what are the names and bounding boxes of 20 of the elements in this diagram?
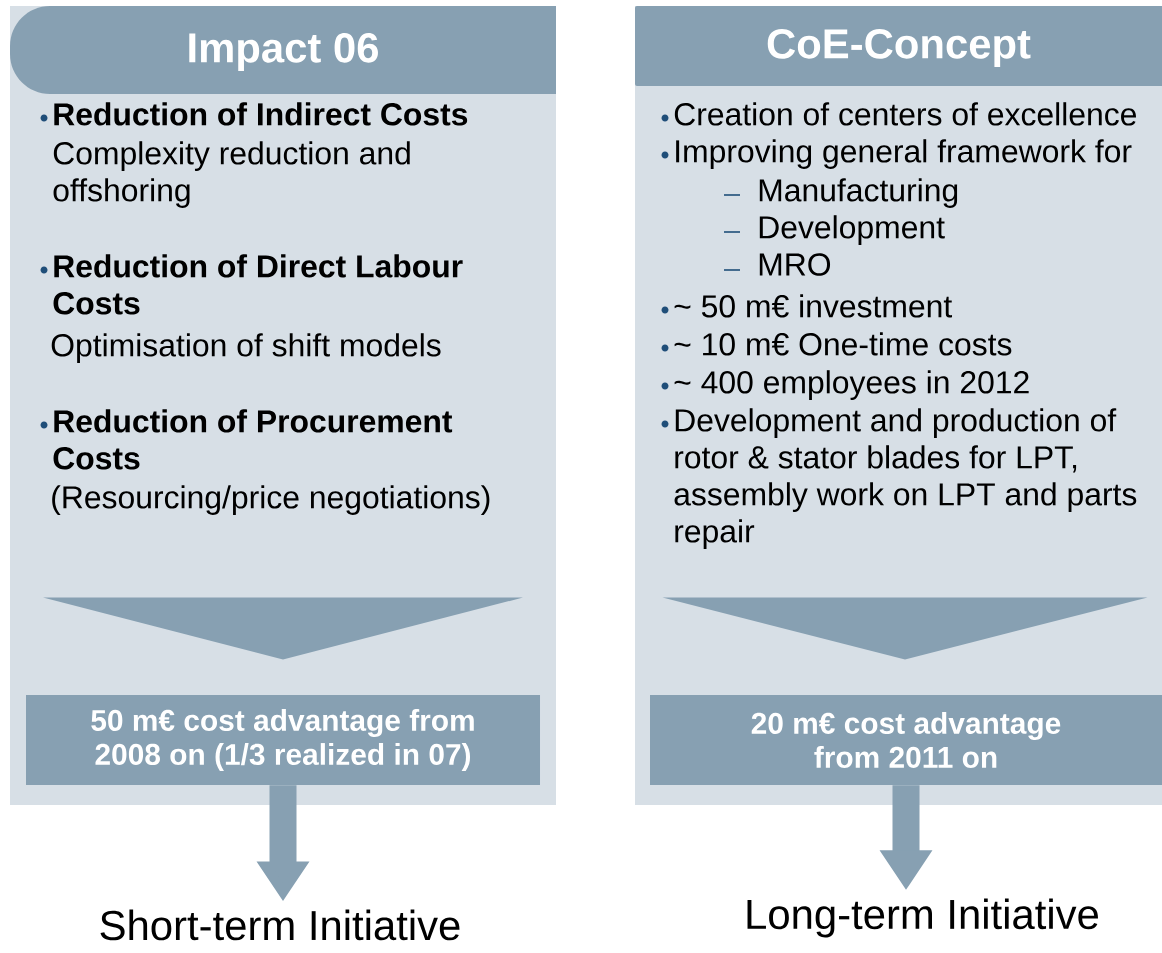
chevron: [662, 597, 1148, 660]
body-text: Creation of centers of excellence: [674, 102, 1136, 126]
body-text: Manufacturing: [759, 178, 958, 208]
result-box: 50 m€ cost advantage from 2008 on (1/3 realized in 07): [26, 695, 540, 785]
body-text: Optimisation of shift models: [51, 333, 441, 363]
body-text: ~ 50 m€ investment: [674, 294, 952, 318]
body-text: ~ 400 employees in 2012: [674, 370, 1029, 400]
body-text: Complexity reduction and offshoring: [53, 141, 410, 208]
body-text: Improving general framework for: [676, 139, 1132, 169]
body-text: Reduction of Direct Labour Costs: [53, 254, 463, 315]
body-text: ~ 10 m€ One-time costs: [674, 332, 1012, 356]
initiative-label: Short-term Initiative: [100, 909, 460, 941]
body-text: (Resourcing/price negotiations): [52, 485, 490, 515]
result-box: 20 m€ cost advantage from 2011 on: [650, 695, 1162, 785]
initiative-label: Long-term Initiative: [747, 898, 1098, 938]
body-text: Reduction of Indirect Costs: [54, 102, 468, 126]
body-text: Reduction of Procurement Costs: [53, 409, 453, 470]
body-text: Development and production of rotor & stator blades for LPT, assembly work on LPT and parts repair: [674, 408, 1137, 549]
body-text: Development: [759, 215, 945, 245]
body-text: MRO: [759, 253, 831, 276]
